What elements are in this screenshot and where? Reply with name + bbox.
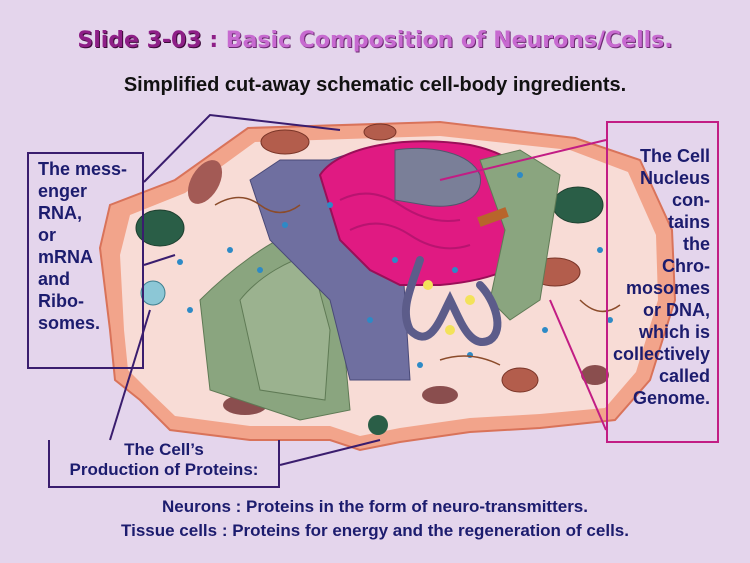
vesicle <box>581 365 609 385</box>
mrna-strand <box>214 196 301 214</box>
leader-line-nucleus <box>439 139 607 181</box>
nucleus-label: The Cell Nucleus con- tains the Chro- mo… <box>610 145 710 409</box>
nucleus-line: tains <box>667 212 710 232</box>
slide-subtitle: Simplified cut-away schematic cell-body … <box>123 74 627 96</box>
nucleus-line: mosomes <box>625 278 710 298</box>
organelle-green <box>135 209 185 247</box>
mrna-line: mRNA <box>38 247 94 267</box>
slide-number: Slide 3-03 <box>77 28 202 53</box>
nucleus-label-box <box>606 121 719 443</box>
mrna-line: somes. <box>38 313 101 333</box>
vesicle-yellow <box>445 325 455 335</box>
proteins-line: The Cell’s <box>124 440 204 459</box>
organelle-green <box>552 186 604 224</box>
nucleus-line: called <box>658 366 710 386</box>
mrna-line: The mess- <box>38 159 128 179</box>
mrna-line: Ribo- <box>38 291 84 311</box>
mitochondrion <box>260 129 310 155</box>
title-separator: : <box>201 28 226 53</box>
exocytosis-vesicle <box>368 415 388 435</box>
nucleus-line: Genome. <box>632 388 710 408</box>
mrna-label-box <box>27 152 144 369</box>
nucleolus <box>394 147 481 207</box>
vesicle-budding <box>140 280 166 306</box>
nucleus-line: The Cell <box>639 146 710 166</box>
mitochondrion <box>501 367 539 393</box>
centriole <box>477 207 509 227</box>
leader-line-mrna <box>143 254 176 266</box>
chromatin <box>339 192 471 250</box>
nucleus-line: or DNA, <box>643 300 710 320</box>
mrna-line: or <box>38 225 56 245</box>
vesicle <box>422 386 458 404</box>
proteins-label: The Cell’s Production of Proteins: <box>48 440 280 480</box>
vesicle-yellow <box>465 295 475 305</box>
golgi-apparatus <box>239 254 331 401</box>
ribosomes <box>177 172 613 368</box>
nucleus-line: collectively <box>612 344 710 364</box>
mrna-line: RNA, <box>38 203 82 223</box>
mrna-line: and <box>38 269 71 289</box>
nucleus-line: con- <box>672 190 710 210</box>
nucleus-line: which is <box>638 322 710 342</box>
endoplasmic-reticulum <box>479 149 561 321</box>
leader-line-mrna <box>143 113 341 183</box>
slide-title-text: Basic Composition of Neurons/Cells. <box>225 28 673 53</box>
footer-line-neurons: Neurons : Proteins in the form of neuro-… <box>162 497 588 516</box>
nucleus-line: Nucleus <box>639 168 710 188</box>
mrna-strand <box>439 355 501 366</box>
proteins-line: Production of Proteins: <box>69 460 259 479</box>
vesicle <box>187 160 223 204</box>
slide-title: Slide 3-03 : Basic Composition of Neuron… <box>0 28 750 53</box>
footer-line-tissue: Tissue cells : Proteins for energy and t… <box>121 521 629 540</box>
mitochondrion <box>363 123 397 141</box>
mrna-label: The mess- enger RNA, or mRNA and Ribo- s… <box>38 158 142 334</box>
mrna-strand <box>579 299 621 313</box>
nucleus-line: Chro- <box>662 256 710 276</box>
nucleus-line: the <box>683 234 710 254</box>
vesicle-yellow <box>423 280 433 290</box>
leader-line-proteins <box>279 439 381 466</box>
mrna-line: enger <box>38 181 88 201</box>
proteins-label-box <box>48 440 280 488</box>
smooth-er <box>401 256 502 346</box>
leader-line-nucleus <box>549 299 607 431</box>
